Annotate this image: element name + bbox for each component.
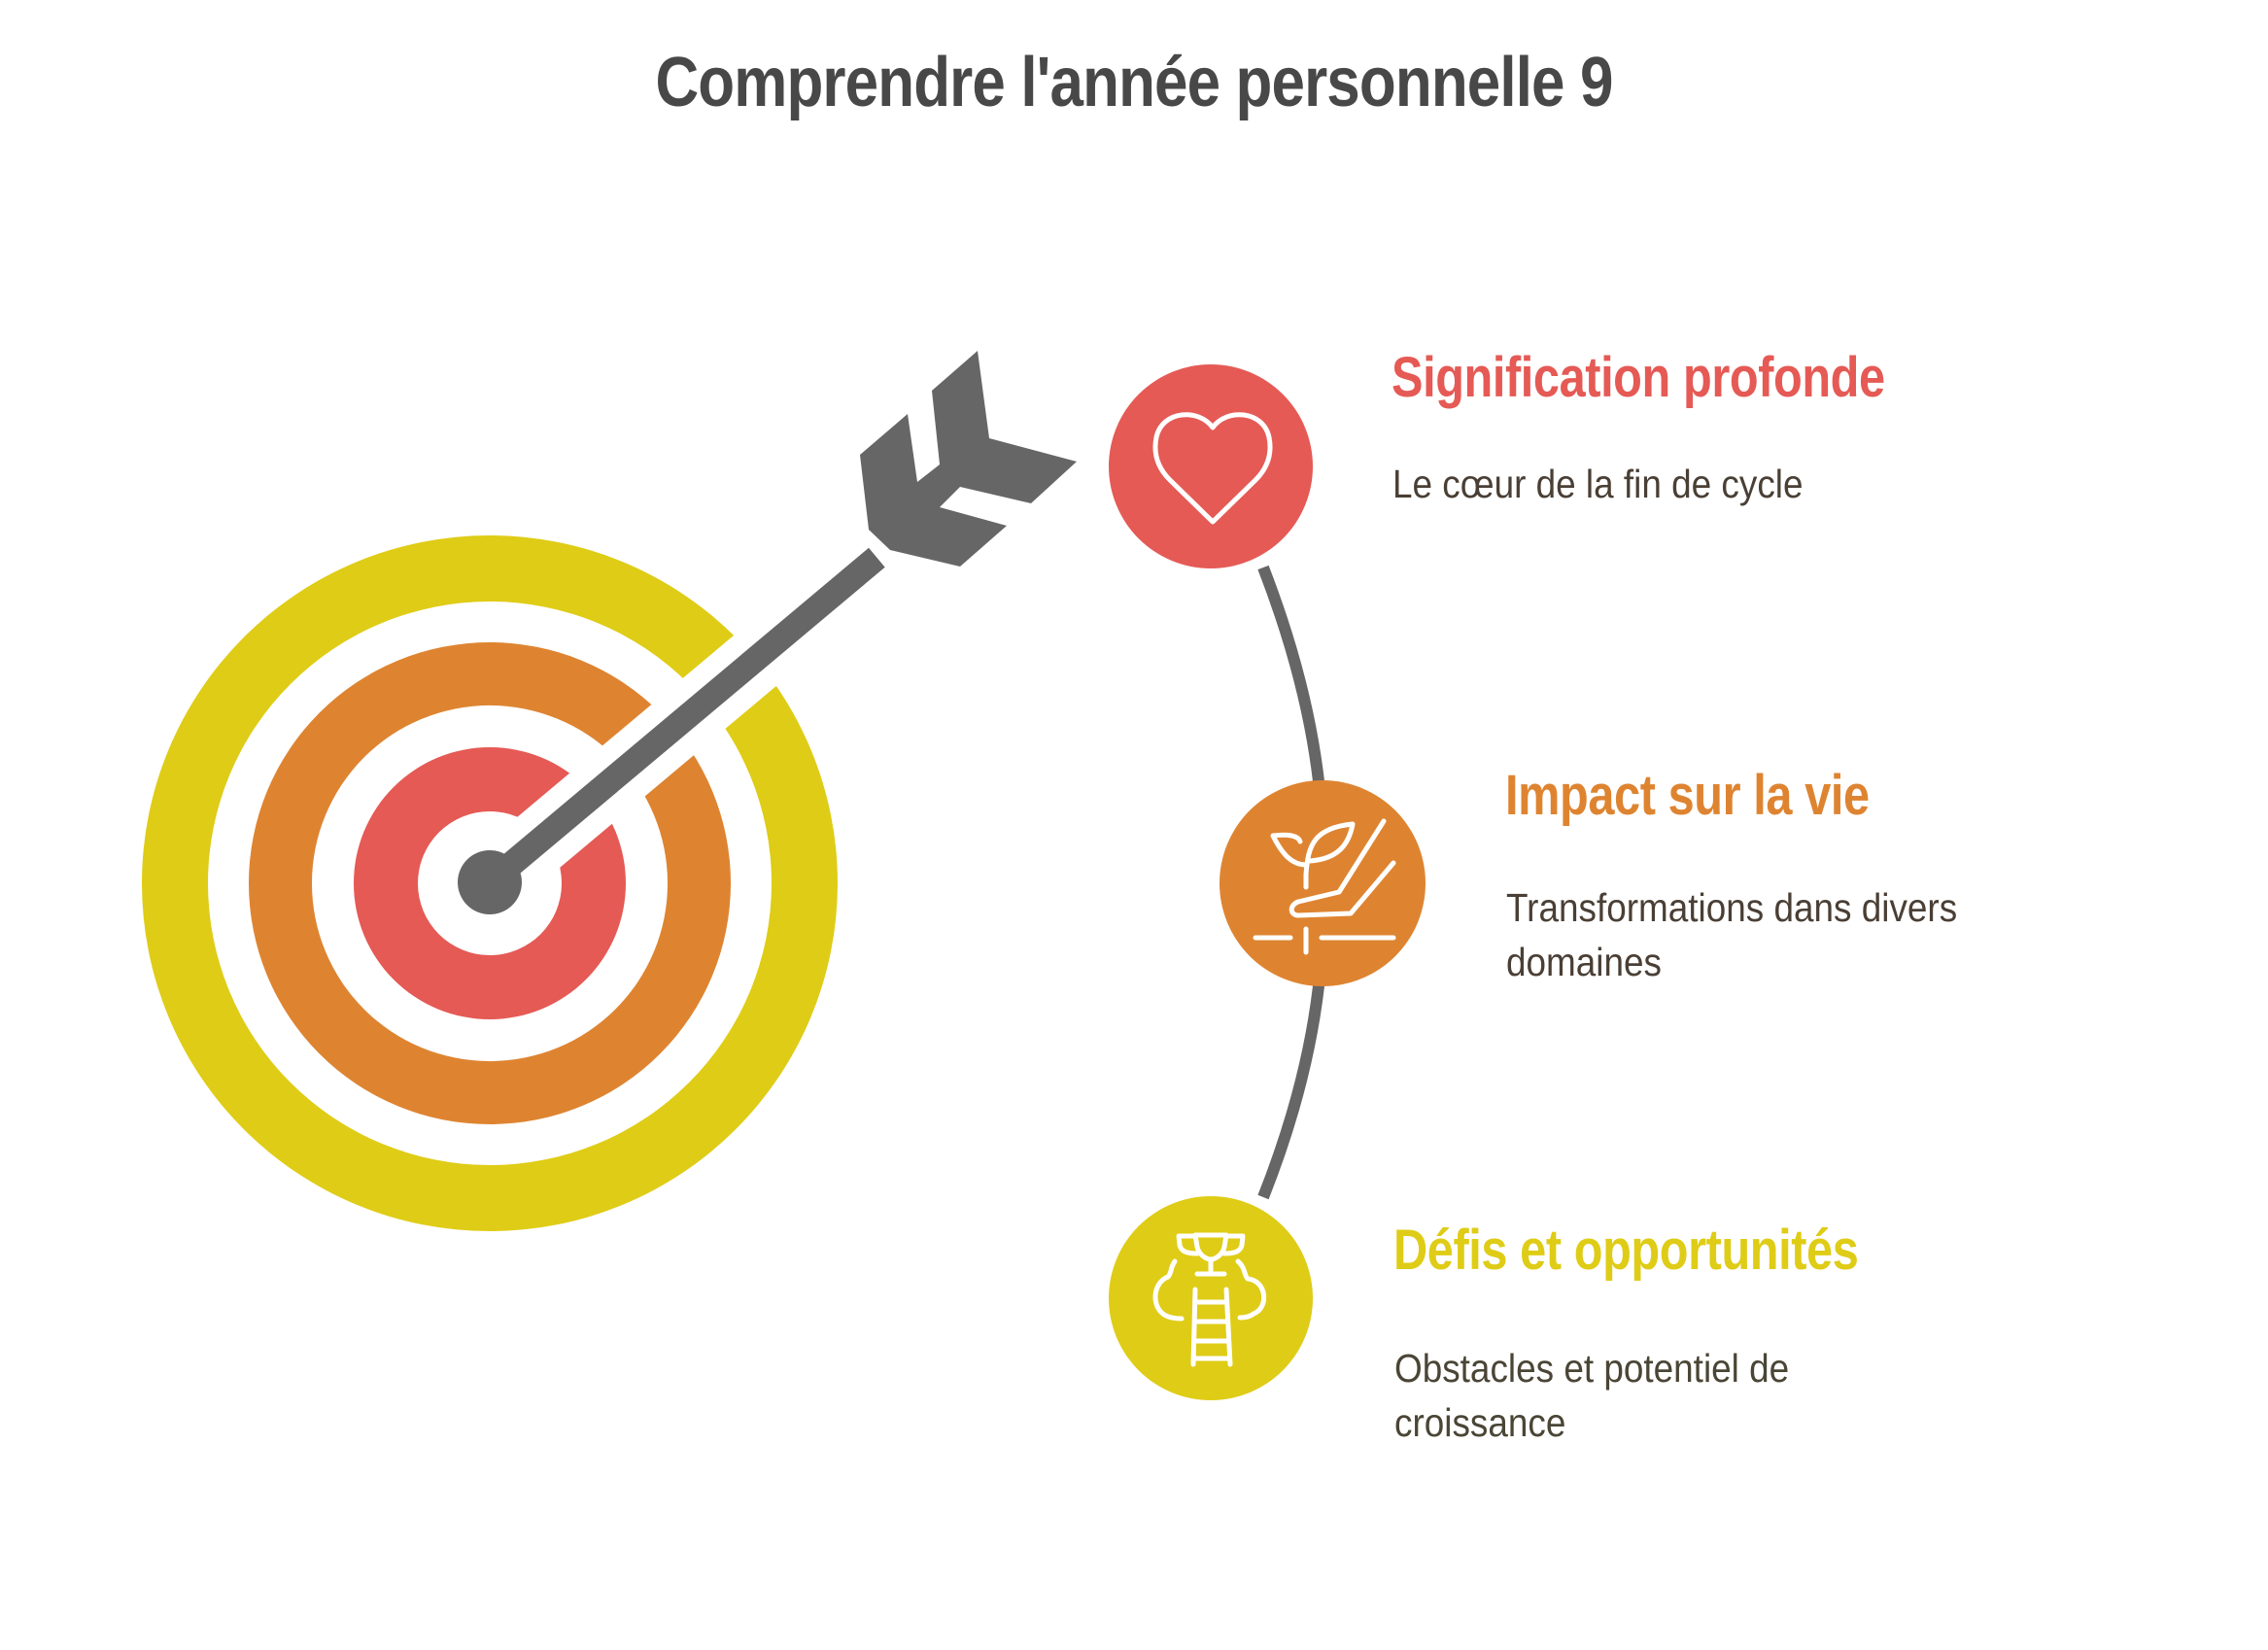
item-description-defis: Obstacles et potentiel de croissance	[1394, 1341, 1789, 1450]
description-line: Transformations dans divers	[1506, 885, 1958, 930]
item-description-impact: Transformations dans divers domaines	[1506, 880, 1957, 989]
item-title-signification: Signification profonde	[1392, 346, 1885, 409]
item-description-signification: Le cœur de la fin de cycle	[1392, 457, 1804, 511]
description-line: domaines	[1506, 940, 1663, 984]
page-title: Comprendre l'année personnelle 9	[655, 44, 1613, 121]
trophy-ladder-icon	[1152, 1232, 1267, 1367]
arrow-fletching-rear	[860, 351, 1077, 567]
description-line: croissance	[1394, 1400, 1566, 1445]
item-circle-signification	[1109, 364, 1313, 568]
item-circle-impact	[1220, 780, 1426, 986]
item-title-defis: Défis et opportunités	[1393, 1219, 1859, 1282]
arrow-icon	[458, 351, 1077, 914]
heart-icon	[1152, 412, 1273, 525]
description-line: Obstacles et potentiel de	[1394, 1346, 1790, 1391]
plant-hand-icon	[1253, 818, 1396, 955]
item-circle-defis	[1109, 1196, 1313, 1400]
description-line: Le cœur de la fin de cycle	[1392, 462, 1804, 506]
arrow-shaft	[481, 547, 885, 892]
item-title-impact: Impact sur la vie	[1505, 764, 1870, 827]
